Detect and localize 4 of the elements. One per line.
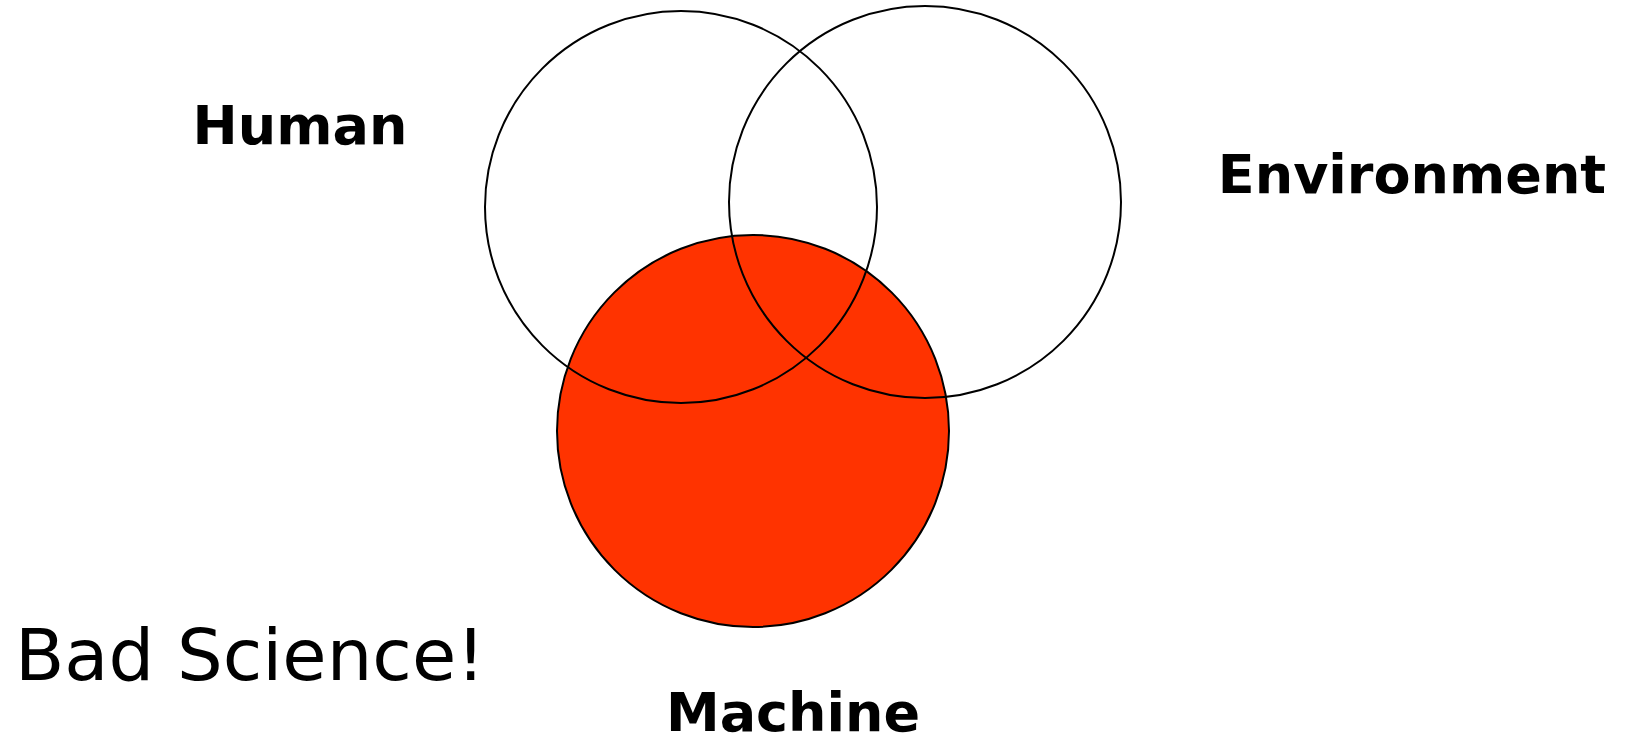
set-label: Environment xyxy=(1217,148,1607,202)
set-label: Human xyxy=(192,99,408,153)
set-label: Machine xyxy=(665,686,921,740)
note-text: Bad Science! xyxy=(14,619,486,691)
